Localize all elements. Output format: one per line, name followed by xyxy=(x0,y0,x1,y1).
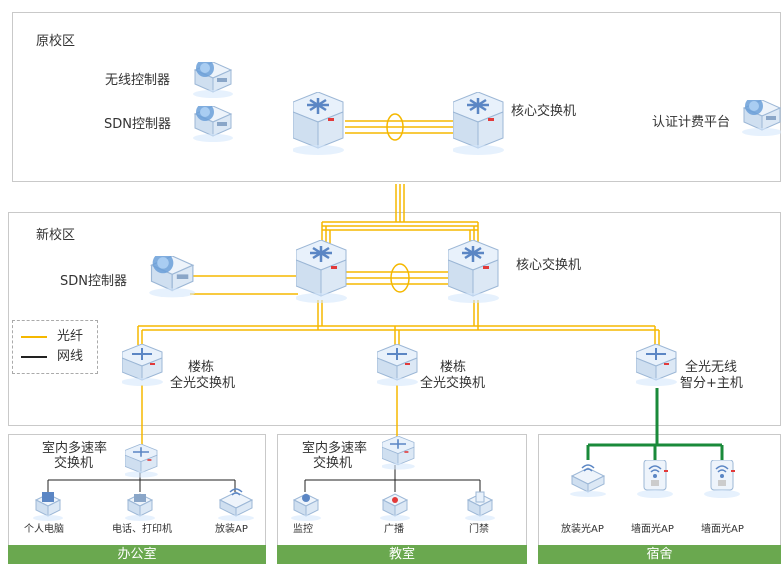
office-bar: 办公室 xyxy=(8,545,266,564)
building-switch-1-label-line2: 全光交换机 xyxy=(170,376,236,391)
new-sdn-controller-icon xyxy=(148,256,196,298)
dorm-ap-1-icon xyxy=(569,464,607,498)
old-campus-zone xyxy=(12,12,781,182)
old-core-switch-left-icon xyxy=(293,92,346,157)
wireless-controller-icon xyxy=(192,62,234,99)
dorm-zone xyxy=(538,434,781,564)
dorm-ap-1-label: 放装光AP xyxy=(561,524,604,535)
dorm-ap-3-label: 墙面光AP xyxy=(701,524,744,535)
classroom-switch-icon xyxy=(382,436,416,470)
wireless-controller-label: 无线控制器 xyxy=(105,73,171,88)
building-switch-1-label-line1: 楼栋 xyxy=(188,360,215,375)
legend-cable-label: 网线 xyxy=(57,349,84,364)
building-switch-2-label-line1: 楼栋 xyxy=(440,360,467,375)
phone-printer-label: 电话、打印机 xyxy=(112,524,172,535)
building-switch-2-icon xyxy=(377,344,419,387)
new-core-switch-right-icon xyxy=(448,240,501,305)
old-campus-label: 原校区 xyxy=(36,34,76,49)
access-control-label: 门禁 xyxy=(469,524,489,535)
old-core-switch-right-icon xyxy=(453,92,506,157)
legend: 光纤 网线 xyxy=(12,320,98,374)
office-switch-label-line1: 室内多速率 xyxy=(42,441,108,456)
new-campus-label: 新校区 xyxy=(36,228,76,243)
classroom-switch-label-line2: 交换机 xyxy=(313,456,353,471)
pc-label: 个人电脑 xyxy=(24,524,64,535)
old-sdn-controller-icon xyxy=(192,106,234,143)
dorm-ap-3-icon xyxy=(703,460,741,499)
auth-platform-label: 认证计费平台 xyxy=(652,115,731,130)
broadcast-label: 广播 xyxy=(384,524,404,535)
access-control-icon xyxy=(464,491,496,522)
new-core-switch-label: 核心交换机 xyxy=(516,258,582,273)
wireless-host-label-line1: 全光无线 xyxy=(685,360,738,375)
old-sdn-controller-label: SDN控制器 xyxy=(104,117,171,132)
old-core-switch-label: 核心交换机 xyxy=(511,104,577,119)
auth-platform-icon xyxy=(741,100,781,137)
office-ap-icon xyxy=(217,488,255,522)
new-sdn-controller-label: SDN控制器 xyxy=(60,274,127,289)
building-switch-2-label-line2: 全光交换机 xyxy=(420,376,486,391)
new-campus-zone xyxy=(8,212,781,426)
wireless-host-label-line2: 智分+主机 xyxy=(680,376,743,391)
classroom-switch-label-line1: 室内多速率 xyxy=(302,441,368,456)
legend-swatches xyxy=(21,336,47,358)
wireless-host-icon xyxy=(636,344,678,387)
office-switch-icon xyxy=(125,444,159,478)
office-ap-label: 放装AP xyxy=(215,524,248,535)
office-switch-label-line2: 交换机 xyxy=(54,456,94,471)
broadcast-icon xyxy=(379,493,411,522)
classroom-bar: 教室 xyxy=(277,545,527,564)
pc-icon xyxy=(32,492,64,522)
phone-printer-icon xyxy=(124,493,156,522)
building-switch-1-icon xyxy=(122,344,164,387)
new-core-switch-left-icon xyxy=(296,240,349,305)
monitor-icon xyxy=(290,493,322,522)
dorm-ap-2-icon xyxy=(636,460,674,499)
monitor-label: 监控 xyxy=(293,524,313,535)
dorm-bar: 宿舍 xyxy=(538,545,781,564)
legend-fiber-label: 光纤 xyxy=(57,329,84,344)
dorm-ap-2-label: 墙面光AP xyxy=(631,524,674,535)
